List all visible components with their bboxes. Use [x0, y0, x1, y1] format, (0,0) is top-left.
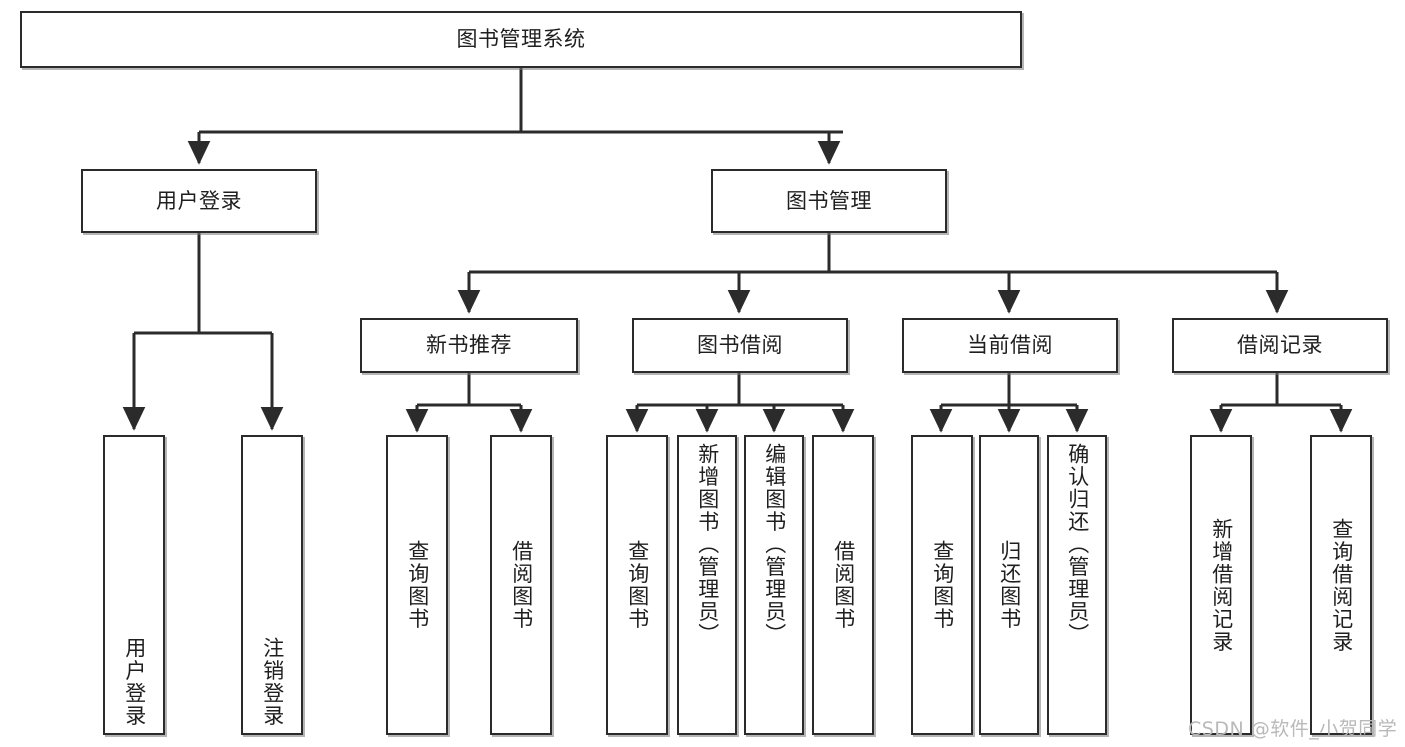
node-leaf-logout[interactable]: 注销登录: [241, 435, 303, 735]
node-book-borrow[interactable]: 图书借阅: [632, 318, 848, 373]
node-leaf-edit-book[interactable]: 编辑图书（管理员）: [744, 435, 804, 735]
node-new-book-recommendation[interactable]: 新书推荐: [360, 318, 578, 373]
node-label: 归还图书: [997, 540, 1022, 630]
node-label: 确认归还（管理员）: [1065, 443, 1090, 646]
node-label: 新书推荐: [426, 333, 512, 358]
node-label: 查询借阅记录: [1329, 517, 1354, 653]
node-label: 图书借阅: [697, 333, 783, 358]
node-borrow-record[interactable]: 借阅记录: [1172, 318, 1388, 373]
node-label: 图书管理: [786, 188, 872, 213]
node-label: 当前借阅: [967, 333, 1053, 358]
node-label: 查询图书: [625, 540, 650, 630]
node-label: 借阅记录: [1237, 333, 1323, 358]
node-label: 查询图书: [930, 540, 955, 630]
node-label: 查询图书: [405, 540, 430, 630]
node-leaf-borrow-book-a[interactable]: 借阅图书: [490, 435, 552, 735]
node-label: 新增图书（管理员）: [695, 443, 720, 646]
node-label: 用户登录: [122, 637, 147, 727]
node-label: 借阅图书: [831, 540, 856, 630]
node-root-system[interactable]: 图书管理系统: [20, 11, 1022, 68]
node-leaf-user-login[interactable]: 用户登录: [103, 435, 165, 735]
node-leaf-add-record[interactable]: 新增借阅记录: [1190, 435, 1252, 735]
node-book-manage[interactable]: 图书管理: [711, 169, 947, 233]
node-user-login[interactable]: 用户登录: [81, 169, 317, 233]
node-leaf-query-book-c[interactable]: 查询图书: [911, 435, 973, 735]
node-label: 用户登录: [156, 188, 242, 213]
csdn-watermark: CSDN @软件_小贺同学: [1188, 718, 1398, 740]
node-leaf-confirm-return[interactable]: 确认归还（管理员）: [1047, 435, 1107, 735]
node-label: 新增借阅记录: [1209, 517, 1234, 653]
node-current-borrow[interactable]: 当前借阅: [902, 318, 1118, 373]
node-label: 借阅图书: [509, 540, 534, 630]
node-leaf-borrow-book-b[interactable]: 借阅图书: [812, 435, 874, 735]
node-leaf-query-book-b[interactable]: 查询图书: [606, 435, 668, 735]
node-label: 注销登录: [260, 637, 285, 727]
node-label: 编辑图书（管理员）: [762, 443, 787, 646]
node-leaf-add-book[interactable]: 新增图书（管理员）: [677, 435, 737, 735]
node-leaf-return-book[interactable]: 归还图书: [979, 435, 1039, 735]
node-leaf-query-record[interactable]: 查询借阅记录: [1310, 435, 1372, 735]
node-leaf-query-book-a[interactable]: 查询图书: [386, 435, 448, 735]
node-label: 图书管理系统: [456, 27, 586, 52]
